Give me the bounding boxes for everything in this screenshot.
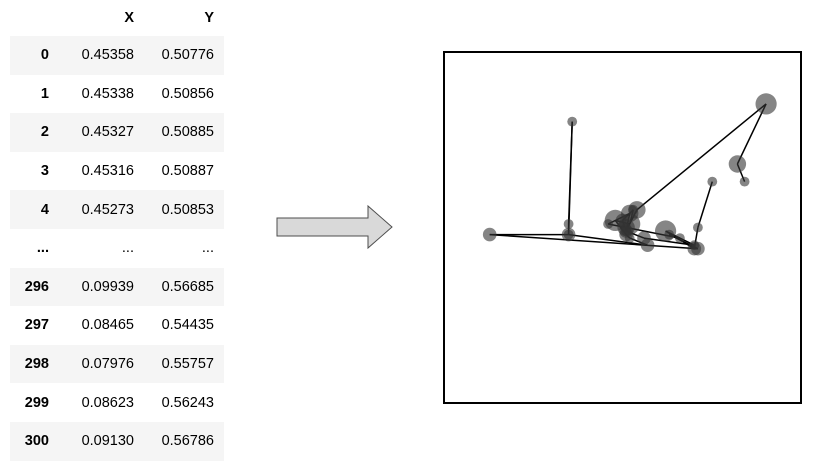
cell-x: 0.08465 [81, 317, 134, 334]
cell-y: ... [201, 240, 214, 257]
cell-x: ... [121, 240, 134, 257]
cell-y: 0.50887 [161, 163, 214, 180]
row-index: 300 [24, 433, 49, 450]
cell-y: 0.55757 [161, 356, 214, 373]
table-row: 298 0.07976 0.55757 [10, 344, 224, 384]
table-row: ......... [10, 229, 224, 268]
data-point [482, 227, 497, 242]
table-row: 4 0.45273 0.50853 [10, 190, 224, 229]
cell-x: 0.45327 [81, 124, 134, 141]
cell-x: 0.45338 [81, 85, 134, 102]
connecting-line [489, 233, 698, 250]
cell-x: 0.08623 [81, 394, 134, 411]
arrow-shape [276, 204, 393, 250]
cell-y: 0.56243 [161, 394, 214, 411]
right-arrow-icon [276, 204, 393, 250]
cell-x: 0.09939 [81, 278, 134, 295]
row-index: 297 [24, 317, 49, 334]
data-point [640, 238, 655, 252]
cell-y: 0.50776 [161, 47, 214, 64]
connecting-line [697, 181, 714, 228]
table-row: 300 0.09130 0.56786 [10, 421, 224, 461]
row-index: 298 [24, 356, 49, 373]
data-point [675, 233, 685, 244]
row-index: 4 [40, 201, 49, 218]
row-index: 296 [24, 278, 49, 295]
data-point [655, 220, 677, 242]
cell-y: 0.50885 [161, 124, 214, 141]
row-index: 299 [24, 394, 49, 411]
connecting-line [568, 233, 648, 246]
scatter-plot [443, 51, 802, 404]
data-point [755, 93, 777, 115]
cell-y: 0.50856 [161, 85, 214, 102]
header-x: X [124, 10, 134, 26]
data-point [561, 227, 576, 242]
row-index: 3 [40, 163, 49, 180]
row-index: 0 [40, 47, 49, 64]
data-point [621, 226, 631, 236]
data-point [628, 201, 646, 219]
data-point [728, 155, 747, 173]
table-row: 296 0.09939 0.56685 [10, 267, 224, 307]
cell-x: 0.09130 [81, 433, 134, 450]
connecting-line [736, 103, 767, 165]
cell-x: 0.45358 [81, 47, 134, 64]
header-y: Y [204, 10, 214, 26]
data-point [739, 176, 750, 187]
table-row: 299 0.08623 0.56243 [10, 383, 224, 422]
cell-y: 0.56786 [161, 433, 214, 450]
data-point [691, 241, 705, 256]
cell-y: 0.54435 [161, 317, 214, 334]
marker-layer [482, 93, 777, 256]
row-index: 1 [40, 85, 49, 102]
row-index: 2 [40, 124, 49, 141]
table-row: 0 0.45358 0.50776 [10, 36, 224, 75]
data-point [603, 219, 613, 229]
cell-y: 0.56685 [161, 278, 214, 295]
data-point [693, 222, 703, 233]
cell-x: 0.45316 [81, 163, 134, 180]
data-point [707, 176, 718, 187]
table-row: 3 0.45316 0.50887 [10, 152, 224, 191]
table-row: 2 0.45327 0.50885 [10, 113, 224, 152]
data-point [563, 219, 574, 229]
table-row: 297 0.08465 0.54435 [10, 306, 224, 345]
cell-y: 0.50853 [161, 201, 214, 218]
cell-x: 0.45273 [81, 201, 134, 218]
row-index: ... [36, 240, 49, 257]
connecting-line [636, 103, 767, 211]
cell-x: 0.07976 [81, 356, 134, 373]
table-row: 1 0.45338 0.50856 [10, 75, 224, 114]
connecting-line [643, 237, 695, 246]
data-point [664, 229, 675, 240]
data-point [567, 116, 578, 127]
connecting-line [567, 121, 573, 235]
